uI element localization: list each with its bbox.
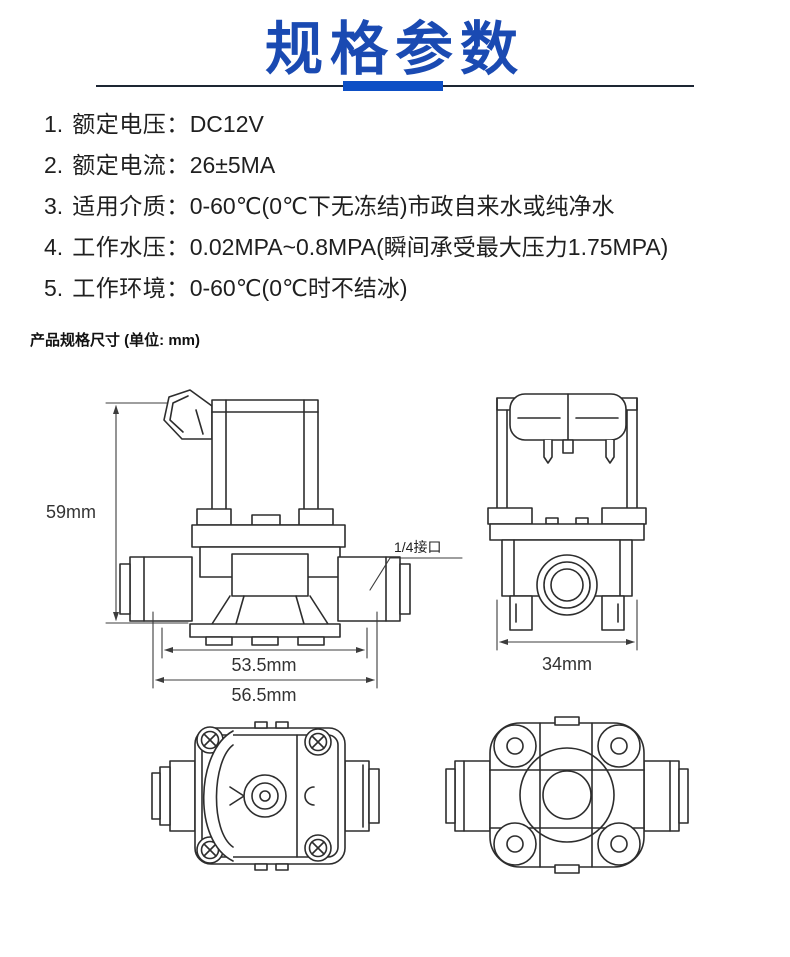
spec-value: 0-60℃(0℃时不结冰) (189, 275, 408, 301)
spec-item-medium: 3. 适用介质：0-60℃(0℃下无冻结)市政自来水或纯净水 (44, 186, 774, 227)
spec-value: 0-60℃(0℃下无冻结)市政自来水或纯净水 (189, 193, 615, 219)
dim-label-depth: 34mm (542, 654, 592, 674)
spec-item-voltage: 1. 额定电压：DC12V (44, 104, 774, 145)
spec-number: 4. (44, 234, 64, 260)
valve-bottom-view-drawing (151, 721, 380, 871)
page-title: 规格参数 (264, 17, 525, 82)
spec-item-pressure: 4. 工作水压：0.02MPA~0.8MPA(瞬间承受最大压力1.75MPA) (44, 227, 774, 268)
spec-value: DC12V (189, 111, 264, 137)
port-callout-label: 1/4接口 (394, 539, 441, 555)
spec-label: 额定电压： (72, 111, 190, 137)
spec-number: 1. (44, 111, 64, 137)
spec-value: 0.02MPA~0.8MPA(瞬间承受最大压力1.75MPA) (189, 234, 669, 260)
spec-value: 26±5MA (189, 152, 276, 178)
spec-label: 适用介质： (72, 193, 190, 219)
spec-label: 工作水压： (72, 234, 190, 260)
spec-number: 3. (44, 193, 64, 219)
spec-list: 1.额定电压：DC12V 2.额定电流：26±5MA 3.适用介质：0-60℃(… (44, 104, 774, 309)
dim-label-height: 59mm (46, 502, 96, 522)
valve-front-view-drawing: 34mm (487, 393, 647, 674)
title-divider-accent-bar (343, 81, 443, 91)
dim-label-width-inner: 53.5mm (231, 655, 296, 675)
dim-label-width-outer: 56.5mm (231, 685, 296, 705)
spec-label: 额定电流： (72, 152, 190, 178)
dimension-section-heading: 产品规格尺寸 (单位: mm) (30, 332, 200, 349)
spec-number: 2. (44, 152, 64, 178)
spec-label: 工作环境： (72, 275, 190, 301)
spec-item-current: 2. 额定电流：26±5MA (44, 145, 774, 186)
valve-side-view-drawing: 59mm 53.5mm 56.5mm 1/4接口 (46, 389, 463, 705)
spec-item-environment: 5. 工作环境：0-60℃(0℃时不结冰) (44, 268, 774, 309)
valve-top-view-drawing (445, 716, 689, 874)
spec-number: 5. (44, 275, 64, 301)
